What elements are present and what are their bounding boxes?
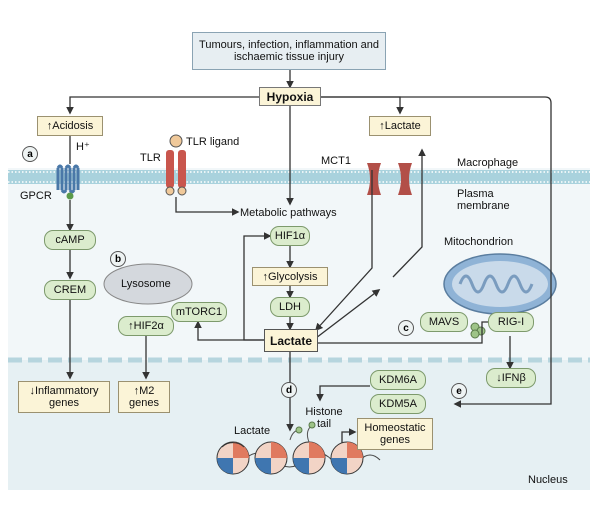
panel-label-a: a	[22, 146, 38, 162]
top-conditions-box: Tumours, infection, inflammation and isc…	[192, 32, 386, 70]
panel-label-d: d	[281, 382, 297, 398]
ifnb-box: ↓IFNβ	[486, 368, 536, 388]
arrow-tlr-metabolic	[175, 197, 240, 216]
metabolic-pathways-label: Metabolic pathways	[240, 207, 337, 219]
kdm5a-box: KDM5A	[370, 394, 426, 414]
mavs-box: MAVS	[420, 312, 468, 332]
plasma-membrane-label: Plasma membrane	[457, 188, 510, 212]
kdm6a-box: KDM6A	[370, 370, 426, 390]
m2-genes-box: ↑M2 genes	[118, 381, 170, 413]
panel-label-e: e	[451, 383, 467, 399]
gpcr-receptor	[56, 164, 80, 194]
extracellular-bg	[0, 0, 599, 170]
lysosome-label: Lysosome	[121, 278, 171, 290]
mct1-label: MCT1	[321, 155, 351, 167]
tlr-receptor	[165, 134, 187, 196]
lactate-up-box: ↑Lactate	[369, 116, 431, 136]
lactate-center-box: Lactate	[264, 329, 318, 352]
panel-label-b: b	[110, 251, 126, 267]
arrow-lactate-out-mct1	[392, 148, 426, 278]
arrow-hypoxia-acidosis	[66, 96, 261, 115]
arrow-hypoxia-kdm5a	[321, 96, 552, 408]
gpcr-label: GPCR	[20, 190, 52, 202]
tlr-label: TLR	[140, 152, 161, 164]
homeostatic-genes-box: Homeostatic genes	[357, 418, 433, 450]
hif1a-box: HIF1α	[270, 226, 310, 246]
camp-box: cAMP	[44, 230, 96, 250]
nucleus-label: Nucleus	[528, 474, 568, 486]
h-plus-label: H⁺	[76, 141, 90, 153]
hif2a-box: ↑HIF2α	[118, 316, 174, 336]
inflammatory-genes-box: ↓Inflammatory genes	[18, 381, 110, 413]
arrow-mct1-in-lactate	[314, 170, 373, 332]
histone-tail-label: Histone tail	[305, 406, 343, 430]
hypoxia-box: Hypoxia	[259, 87, 321, 106]
mitochondrion	[443, 253, 557, 315]
lactate-chromatin-label: Lactate	[234, 425, 271, 437]
arrow-kdm-histone	[316, 385, 370, 402]
arrow-lactate-mtorc1	[194, 320, 276, 341]
ldh-box: LDH	[270, 297, 310, 317]
glycolysis-box: ↑Glycolysis	[252, 267, 328, 286]
plasma-membrane	[8, 170, 590, 184]
tlr-ligand-label: TLR ligand	[186, 136, 240, 148]
rig-i-box: RIG-I	[488, 312, 534, 332]
panel-label-c: c	[398, 320, 414, 336]
arrow-lactate-out	[315, 289, 381, 339]
mitochondrion-label: Mitochondrion	[444, 236, 514, 248]
arrow-lactate-mavs	[316, 321, 490, 344]
macrophage-label: Macrophage	[457, 157, 519, 169]
acidosis-box: ↑Acidosis	[37, 116, 103, 136]
crem-box: CREM	[44, 280, 96, 300]
mtorc1-box: mTORC1	[171, 302, 227, 322]
nucleosomes	[216, 421, 381, 475]
arrow-chromatin-homeostatic	[341, 428, 357, 443]
lysosome	[103, 263, 193, 305]
